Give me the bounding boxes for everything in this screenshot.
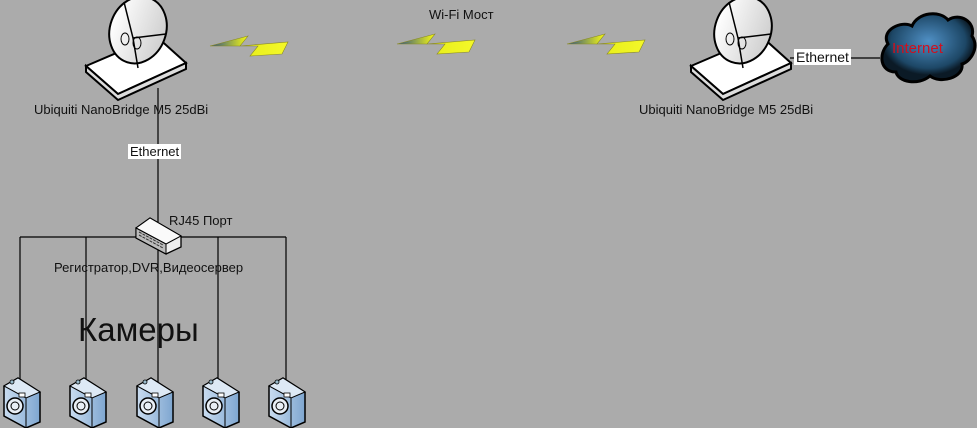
wireless-bolt-icon bbox=[566, 33, 646, 55]
switch-label: RJ45 Порт bbox=[169, 213, 233, 228]
internet-cloud-icon bbox=[880, 12, 977, 84]
cameras-label: Камеры bbox=[78, 311, 199, 348]
ethernet-label-right: Ethernet bbox=[794, 49, 851, 65]
switch-icon bbox=[135, 217, 183, 255]
wireless-bolt-icon bbox=[209, 35, 289, 57]
recorder-label: Регистратор,DVR,Видеосервер bbox=[54, 260, 244, 275]
camera-icon bbox=[202, 377, 240, 428]
left-device-label: Ubiquiti NanoBridge M5 25dBi bbox=[34, 102, 209, 117]
wifi-bridge-title: Wi-Fi Мост bbox=[429, 7, 494, 22]
left-antenna-icon bbox=[85, 0, 187, 102]
internet-label: Internet bbox=[892, 40, 943, 57]
camera-icon bbox=[136, 377, 174, 428]
camera-icon bbox=[69, 377, 107, 428]
right-device-label: Ubiquiti NanoBridge M5 25dBi bbox=[639, 102, 814, 117]
ethernet-label-left: Ethernet bbox=[128, 144, 182, 159]
right-antenna-icon bbox=[690, 0, 792, 102]
wireless-bolt-icon bbox=[396, 33, 476, 55]
camera-icon bbox=[268, 377, 306, 428]
camera-icon bbox=[3, 377, 41, 428]
connection-lines bbox=[19, 57, 880, 384]
